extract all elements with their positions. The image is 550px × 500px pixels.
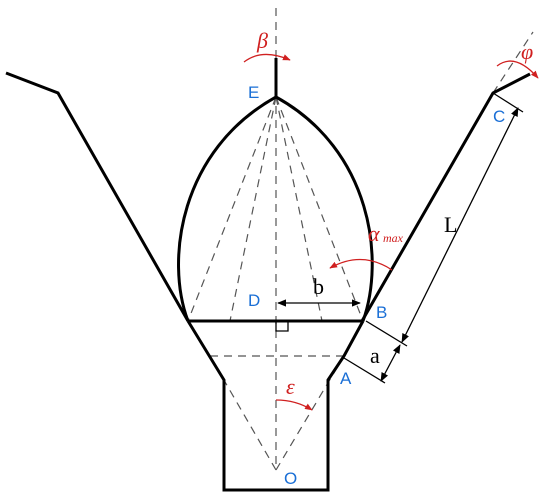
angle-label-beta: β	[256, 28, 268, 53]
dimension-label-a: a	[370, 343, 380, 368]
point-label-A: A	[340, 369, 352, 388]
bullet-arc-left	[177, 95, 277, 322]
dashed-E-left-base	[187, 96, 277, 322]
point-label-O: O	[284, 469, 297, 488]
angle-label-alpha: α	[368, 221, 380, 246]
dashed-E-left-mid	[229, 96, 277, 322]
dimension-L-line	[401, 107, 519, 343]
dimension-label-b: b	[313, 274, 324, 299]
angle-label-alpha-sub: max	[383, 231, 404, 245]
beta-angle-arc	[243, 53, 291, 63]
point-label-E: E	[248, 83, 259, 102]
point-label-D: D	[248, 291, 260, 310]
epsilon-angle-arc	[275, 399, 313, 411]
angle-label-phi: φ	[521, 39, 533, 64]
dashed-O-left	[209, 355, 277, 471]
phi-angle-arc	[496, 60, 539, 79]
dimension-label-L: L	[444, 212, 457, 237]
dashed-E-right-base	[275, 96, 364, 322]
dimension-a-line	[380, 344, 401, 382]
dashed-phi-extension	[492, 31, 534, 94]
lower-funnel-outline	[186, 320, 365, 492]
bullet-arc-right	[275, 95, 374, 322]
extension-line-B	[365, 320, 408, 347]
angle-label-epsilon: ε	[286, 374, 295, 399]
dashed-E-right-mid	[275, 96, 323, 322]
left-wall-outline	[5, 71, 190, 322]
point-label-B: B	[376, 303, 387, 322]
extension-line-A	[343, 357, 386, 384]
point-label-C: C	[493, 107, 505, 126]
alpha-max-angle-arc	[329, 258, 393, 271]
right-angle-marker	[275, 321, 289, 332]
